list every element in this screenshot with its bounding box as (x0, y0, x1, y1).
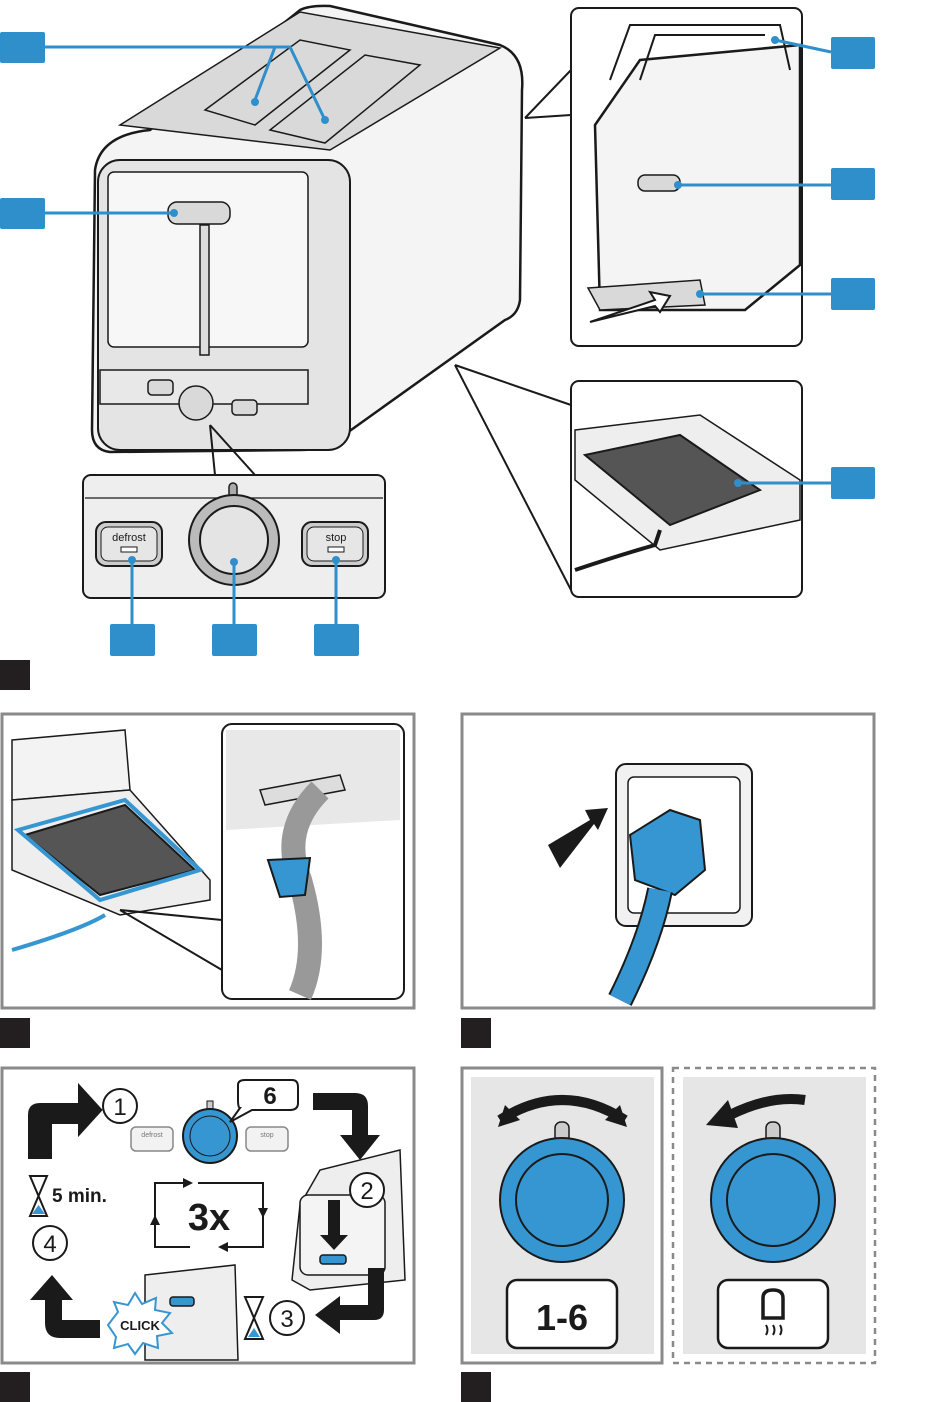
browning-knob (500, 1138, 624, 1262)
callout-label (831, 467, 875, 499)
callout-label (0, 198, 45, 229)
lever-detail[interactable] (638, 175, 680, 191)
lever (320, 1255, 346, 1264)
click-label: CLICK (120, 1318, 160, 1333)
browning-range: 1-6 (536, 1297, 588, 1338)
browning-knob (711, 1138, 835, 1262)
stop-button-small[interactable] (232, 400, 257, 415)
repeat-count: 3x (188, 1197, 230, 1239)
figure-marker (0, 660, 30, 690)
stop-label: stop (326, 532, 347, 544)
callout-label (831, 168, 875, 200)
figure-4-first-use-cycle: 1 defrost stop 6 2 3 CLICK 4 5 min. 3x (0, 1068, 414, 1402)
stop-indicator (328, 547, 344, 552)
callout-label (314, 624, 359, 656)
figure-3-plug-in (461, 714, 874, 1048)
defrost-button (131, 1127, 173, 1151)
step-number: 2 (360, 1178, 373, 1205)
figure-marker (0, 1372, 30, 1402)
figure-marker (0, 1018, 30, 1048)
callout-label (212, 624, 257, 656)
browning-level: 6 (263, 1083, 276, 1110)
lever-slot (200, 225, 209, 355)
callout-label (110, 624, 155, 656)
stop-label: stop (260, 1132, 273, 1139)
figure-5-browning-settings: 1-6 (461, 1068, 875, 1402)
browning-knob (183, 1109, 237, 1163)
callout-label (831, 37, 875, 69)
wait-time: 5 min. (52, 1186, 107, 1207)
defrost-label: defrost (112, 532, 146, 544)
figure-marker (461, 1018, 491, 1048)
lever (170, 1297, 194, 1306)
defrost-label: defrost (141, 1132, 162, 1139)
step-number: 4 (43, 1231, 56, 1258)
step-number: 1 (113, 1094, 126, 1121)
defrost-button-small[interactable] (148, 380, 173, 395)
figure-marker (461, 1372, 491, 1402)
callout-label (831, 278, 875, 310)
figure-2-unwind-cord (0, 714, 414, 1048)
browning-knob-small[interactable] (179, 386, 213, 420)
defrost-indicator (121, 547, 137, 552)
figure-1-toaster-overview: defrost stop (0, 6, 875, 690)
step-number: 3 (280, 1306, 293, 1333)
stop-button (246, 1127, 288, 1151)
callout-label (0, 32, 45, 63)
